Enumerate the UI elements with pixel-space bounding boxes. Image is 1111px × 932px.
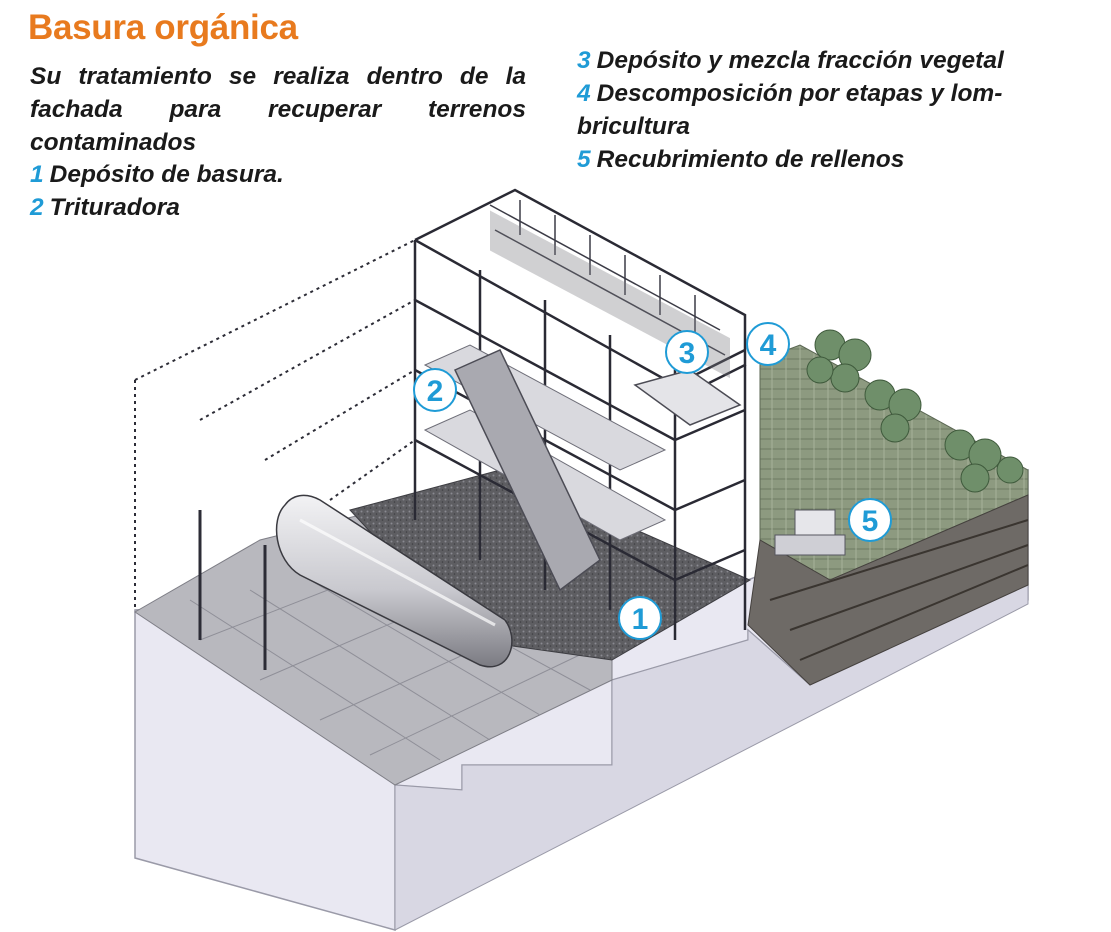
dotted-envelope — [134, 239, 416, 610]
legend-number: 5 — [577, 146, 591, 173]
mixing-tray — [633, 369, 742, 426]
badge-3: 3 — [665, 330, 709, 374]
shredder-chute — [453, 349, 601, 592]
legend-number: 4 — [577, 80, 591, 107]
legend-number: 2 — [30, 194, 44, 221]
badge-4: 4 — [746, 322, 790, 366]
tank — [275, 494, 513, 668]
page-title: Basura orgánica — [28, 8, 298, 47]
legend-label: Depósito y mezcla fracción vegetal — [596, 47, 1004, 74]
legend-label: Trituradora — [49, 194, 180, 221]
svg-text:5: 5 — [862, 505, 879, 538]
badge-5: 5 — [848, 498, 892, 542]
legend-number: 1 — [30, 161, 44, 188]
fill-layer-lines — [769, 519, 1029, 661]
badge-2: 2 — [413, 368, 457, 412]
legend-number: 3 — [577, 47, 591, 74]
badge-1: 1 — [618, 596, 662, 640]
trees — [806, 329, 1024, 493]
intro-text: Su tratamiento se realiza dentro de la f… — [30, 63, 526, 156]
legend-label: Recubrimiento de rellenos — [596, 146, 905, 173]
svg-text:4: 4 — [760, 329, 777, 362]
svg-text:1: 1 — [632, 603, 649, 636]
roof-panels — [490, 210, 730, 379]
base-side-face — [394, 584, 1029, 931]
svg-text:3: 3 — [679, 337, 696, 370]
legend-label: Depósito de basura. — [49, 161, 284, 188]
legend-label: Descomposición por etapas y lom-bricultu… — [577, 80, 1003, 140]
left-posts — [198, 510, 267, 670]
svg-text:2: 2 — [427, 375, 444, 408]
compactor-machine — [774, 509, 846, 556]
